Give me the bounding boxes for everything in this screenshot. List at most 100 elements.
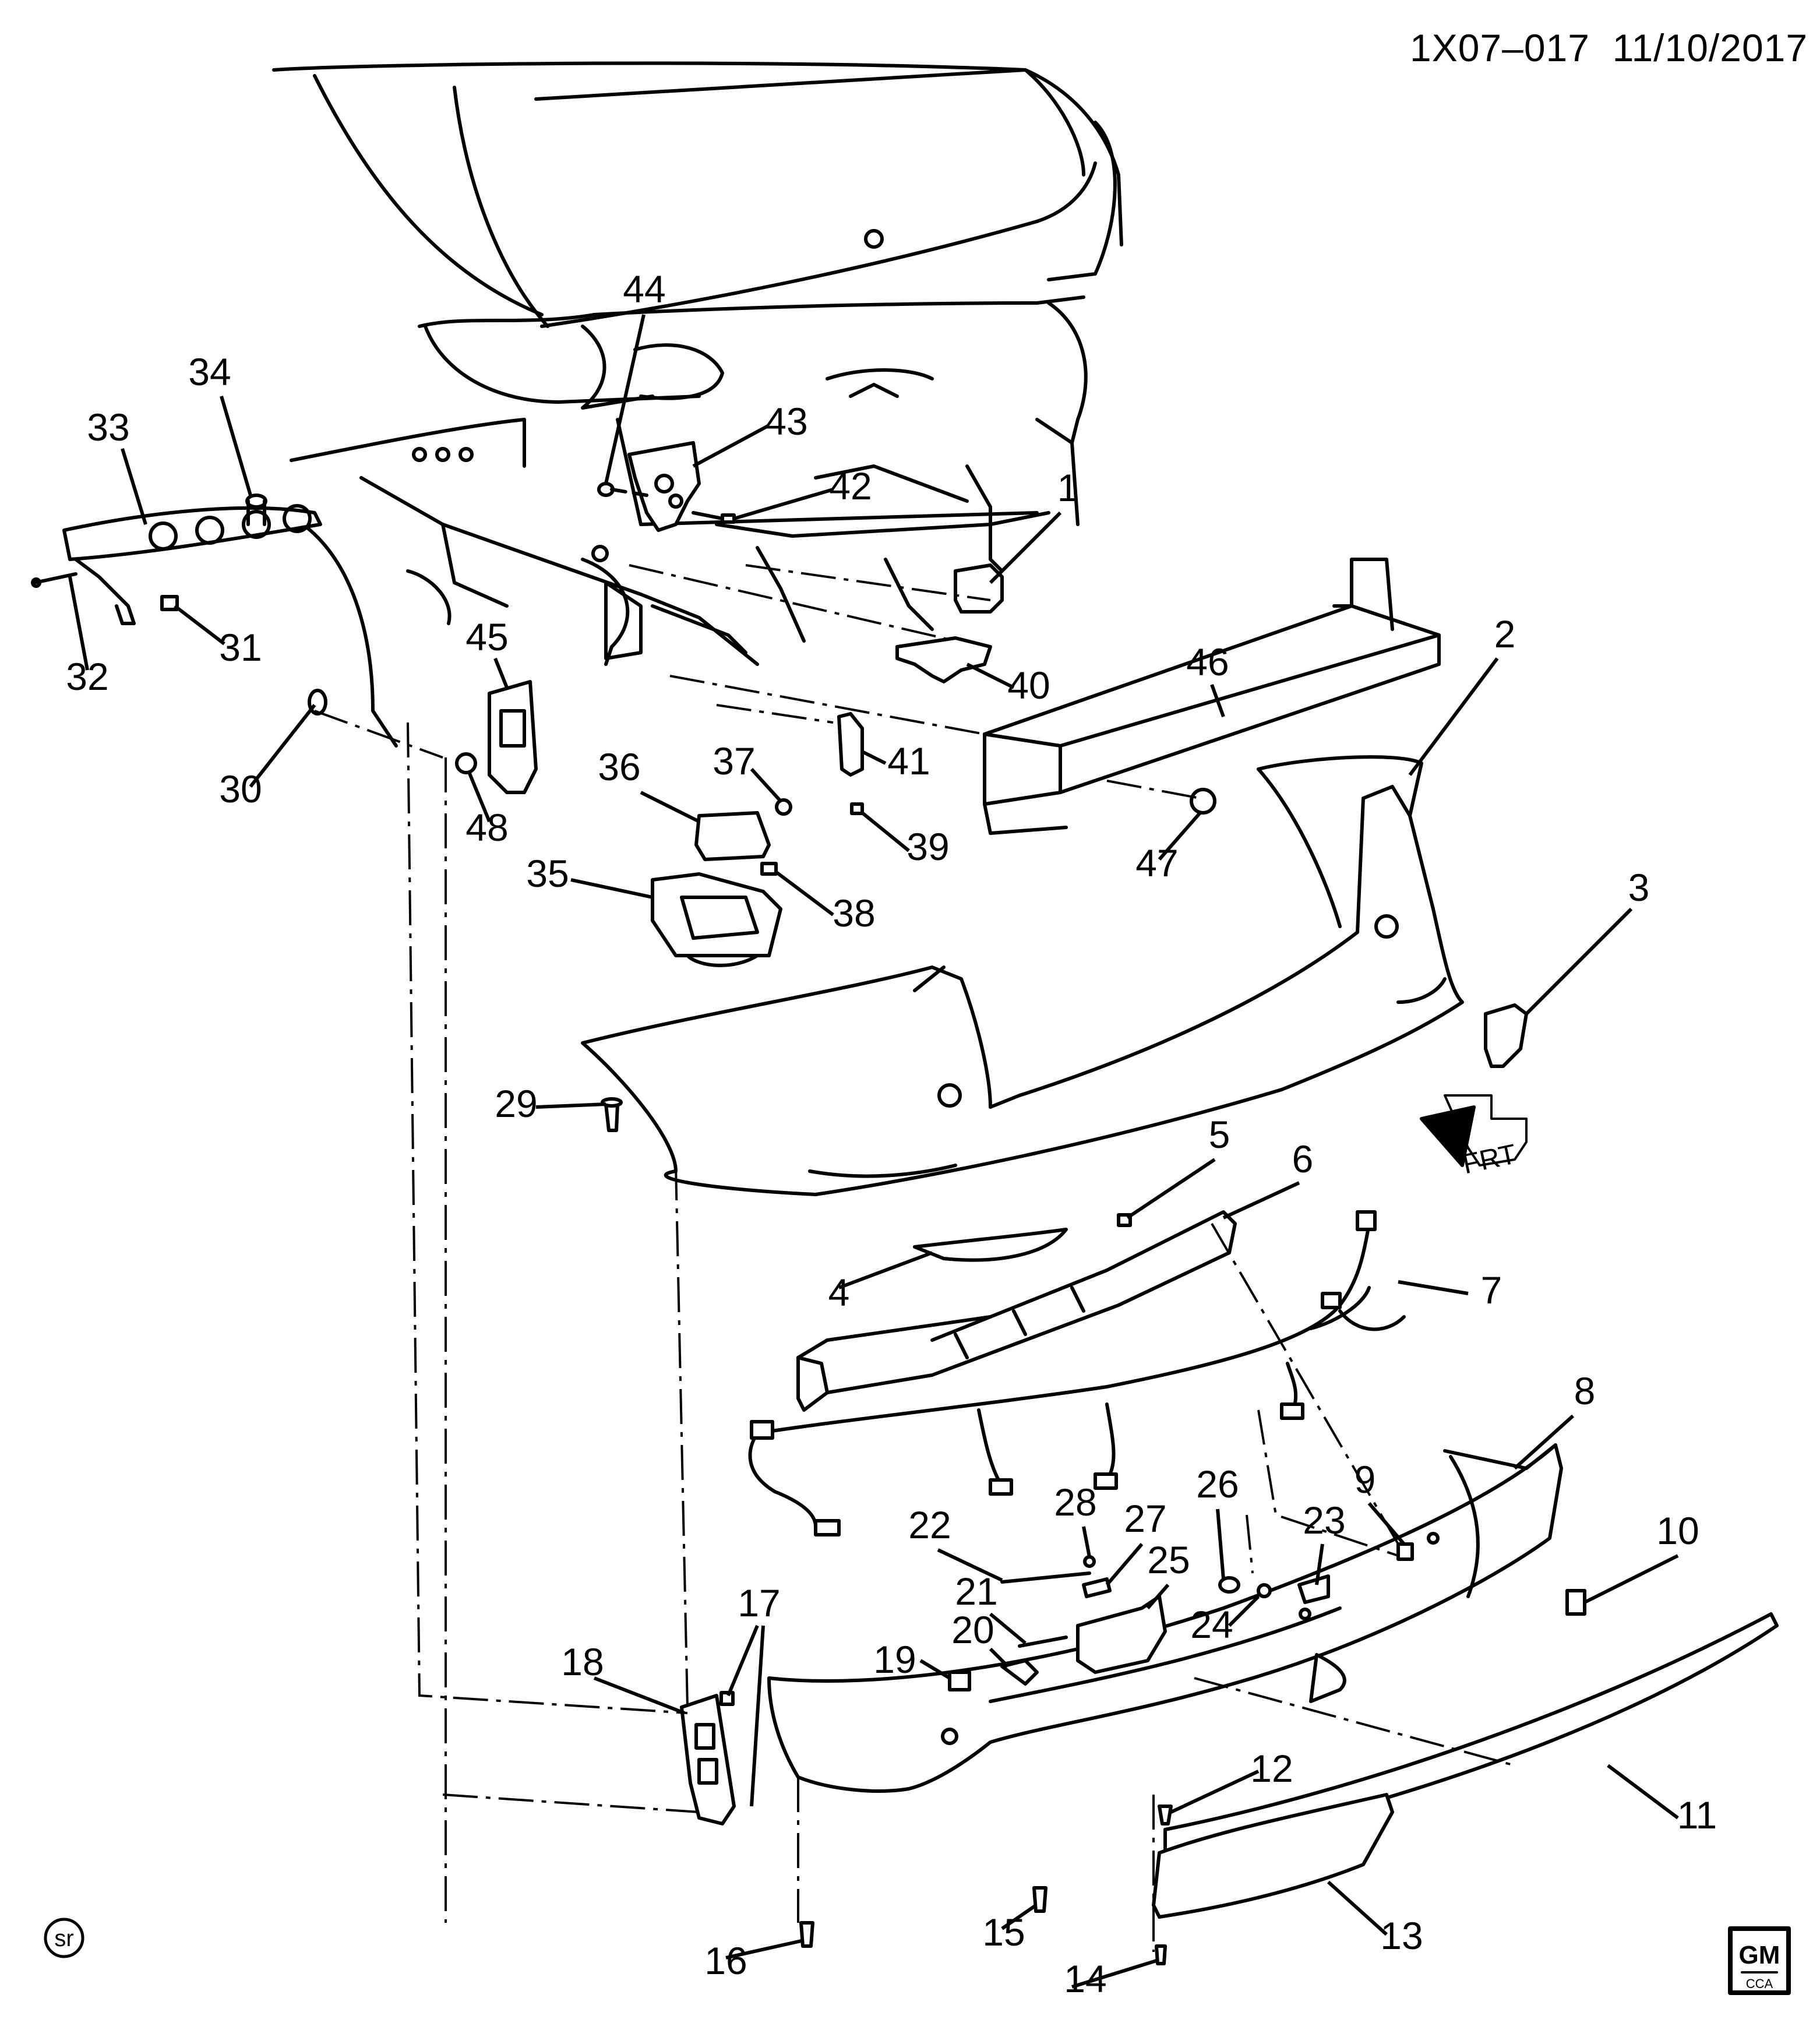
- part-32-bolt: [31, 572, 77, 588]
- part-7-wiring-harness: [748, 1210, 1406, 1536]
- callout-45: 45: [465, 615, 508, 658]
- leader-line-28-28: [1082, 1526, 1091, 1557]
- gm-logo-icon: [1728, 1926, 1791, 1995]
- leader-line-21-21: [989, 1612, 1027, 1645]
- part-4-reflector: [913, 1228, 1068, 1262]
- leader-lines: [68, 314, 1679, 1989]
- callout-12: 12: [1250, 1747, 1293, 1790]
- callout-16: 16: [704, 1939, 747, 1982]
- part-21-rod: [1018, 1636, 1068, 1648]
- part-27-sensor: [1082, 1577, 1112, 1598]
- part-36-module: [694, 811, 771, 861]
- part-41-guide: [837, 712, 864, 777]
- callout-36: 36: [598, 745, 640, 788]
- leader-line-2-1: [1408, 657, 1499, 776]
- callout-44: 44: [623, 267, 665, 311]
- part-39-screw: [850, 802, 864, 815]
- logo-bottom-text: CCA: [1746, 1976, 1773, 1991]
- leader-line-11-10: [1607, 1764, 1679, 1820]
- callout-39: 39: [907, 825, 949, 868]
- leader-line-36-36: [640, 791, 700, 823]
- callout-38: 38: [833, 891, 875, 935]
- callout-24: 24: [1190, 1603, 1233, 1646]
- part-47-nut: [1190, 788, 1216, 815]
- leader-line-17-17: [750, 1625, 765, 1807]
- callout-42: 42: [829, 464, 872, 508]
- callout-30: 30: [219, 767, 262, 810]
- initials-text: sr: [54, 1926, 73, 1951]
- leader-line-24-24: [1228, 1595, 1260, 1627]
- callout-1: 1: [1057, 466, 1079, 509]
- front-direction-arrow-icon: [1420, 1094, 1528, 1167]
- leader-line-10-9: [1583, 1554, 1679, 1604]
- part-1-clip: [954, 563, 1004, 614]
- leader-line-12-11: [1170, 1770, 1260, 1814]
- part-9-clip: [1396, 1542, 1414, 1561]
- callout-4: 4: [828, 1271, 850, 1314]
- leader-line-30-30: [249, 704, 316, 788]
- part-37-nut: [775, 798, 792, 816]
- callout-6: 6: [1292, 1137, 1314, 1180]
- part-29-screw: [601, 1097, 623, 1132]
- callout-22: 22: [908, 1503, 951, 1546]
- leader-line-4-3: [838, 1251, 933, 1289]
- callout-23: 23: [1303, 1499, 1345, 1542]
- part-26-grommet: [1218, 1576, 1240, 1594]
- part-15-screw: [1032, 1886, 1047, 1913]
- callout-32: 32: [66, 655, 108, 698]
- leader-line-14-13: [1071, 1959, 1157, 1989]
- leader-line-23-23: [1315, 1543, 1324, 1585]
- part-35-housing: [651, 872, 782, 967]
- part-14-screw: [1155, 1944, 1167, 1965]
- leader-line-43-43: [692, 424, 770, 468]
- part-22-rod: [1000, 1571, 1091, 1584]
- callout-20: 20: [951, 1608, 994, 1651]
- callout-40: 40: [1007, 664, 1050, 707]
- leader-line-39-39: [861, 811, 910, 852]
- leader-line-35-35: [570, 878, 653, 899]
- part-20-sensor: [1000, 1659, 1039, 1686]
- part-3-end-cap: [1484, 1003, 1528, 1068]
- leader-line-25-25: [1146, 1584, 1170, 1609]
- vehicle-rear-body: [272, 61, 1123, 748]
- part-12-clip: [1158, 1805, 1173, 1825]
- leader-line-46-46: [1210, 683, 1225, 718]
- callout-14: 14: [1064, 1957, 1106, 2000]
- leader-line-33-33: [121, 448, 147, 525]
- leader-line-31-31: [174, 604, 225, 646]
- callout-43: 43: [765, 400, 807, 443]
- callout-25: 25: [1147, 1538, 1190, 1581]
- part-33-reinforcement-bar: [62, 504, 322, 625]
- leader-line-1-0: [989, 511, 1062, 584]
- callout-labels: 1 2 3 4 5 6 7 8 9 10 11 12 13 14 15 16 1…: [54, 267, 1780, 2000]
- part-24-nut: [1257, 1583, 1272, 1598]
- leader-line-48-48: [467, 771, 491, 823]
- leader-line-20-20: [989, 1647, 1010, 1668]
- diagram-code-date: 1X07–017 11/10/2017: [1410, 26, 1808, 70]
- callout-31: 31: [219, 626, 262, 669]
- callout-19: 19: [873, 1638, 916, 1681]
- part-10-cover: [1565, 1589, 1586, 1616]
- part-2-upper-fascia: [581, 755, 1464, 1196]
- callout-11: 11: [1677, 1793, 1717, 1837]
- callout-34: 34: [188, 350, 231, 393]
- leader-line-45-45: [493, 657, 509, 689]
- part-43-latch: [627, 441, 701, 532]
- callout-5: 5: [1209, 1113, 1230, 1156]
- part-6-energy-absorber: [796, 1210, 1237, 1412]
- leader-line-40-40: [966, 662, 1015, 689]
- part-40-bracket: [895, 636, 992, 683]
- callout-7: 7: [1481, 1268, 1502, 1312]
- callout-18: 18: [561, 1640, 604, 1683]
- part-28-retainer: [1083, 1555, 1096, 1568]
- callout-13: 13: [1380, 1914, 1423, 1957]
- initials-badge-icon: [44, 1918, 84, 1958]
- part-25-bracket: [1076, 1595, 1167, 1674]
- part-31-nut: [160, 595, 179, 611]
- leader-line-27-27: [1105, 1543, 1144, 1586]
- part-19-clip: [948, 1671, 971, 1691]
- leader-line-41-41: [861, 750, 887, 765]
- callout-27: 27: [1124, 1497, 1166, 1540]
- callout-46: 46: [1186, 640, 1229, 683]
